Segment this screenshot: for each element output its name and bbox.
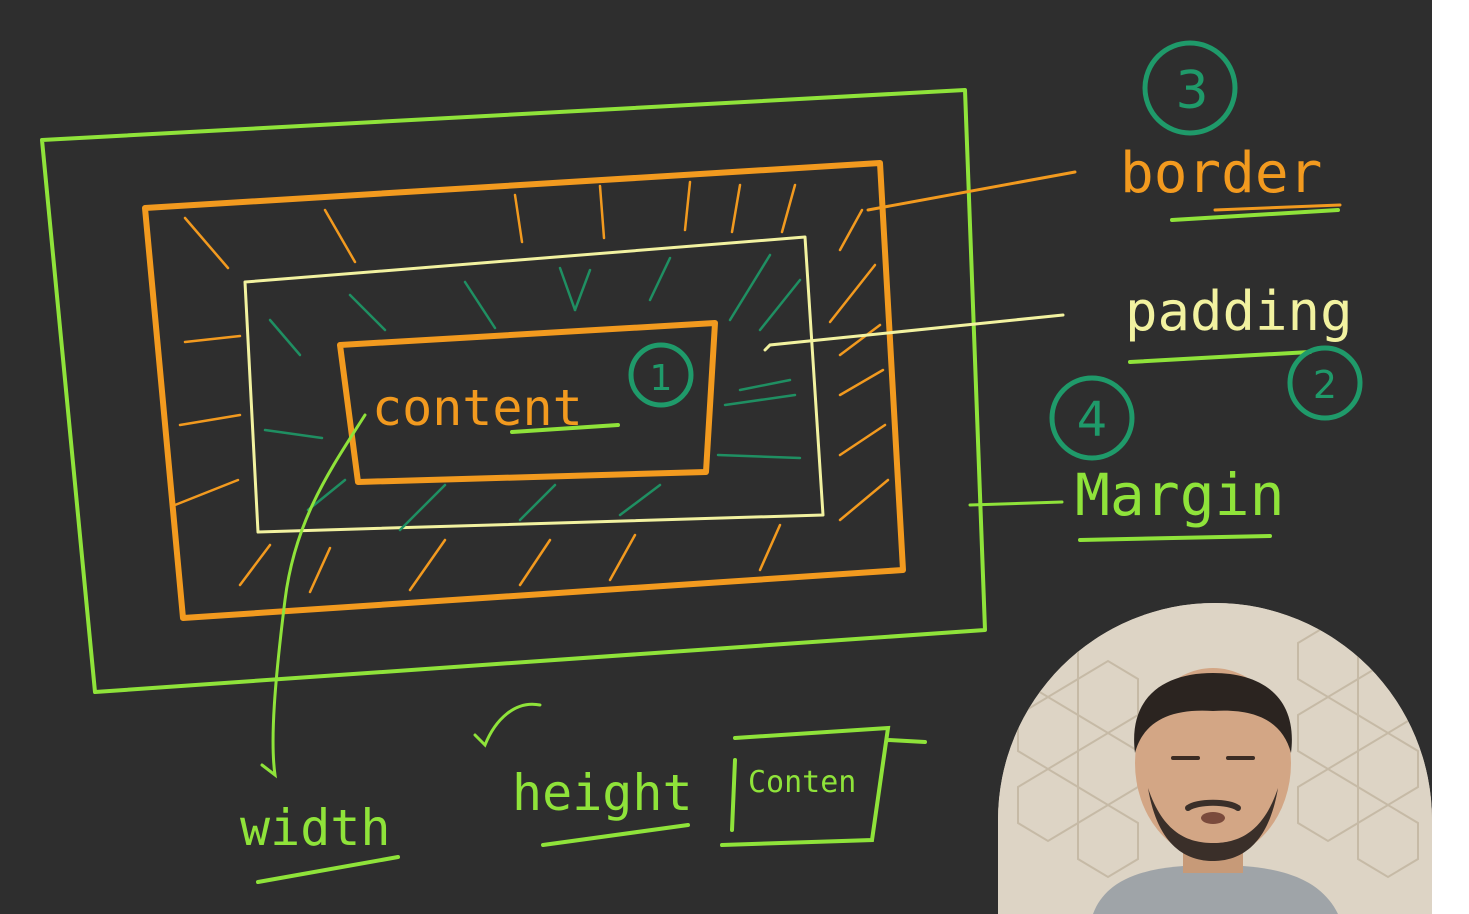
padding-label: padding [1125, 280, 1353, 343]
badge-padding: 2 [1287, 345, 1363, 421]
padding-box [243, 235, 825, 534]
border-pointer-line [866, 170, 1077, 212]
content-to-width-line [260, 413, 367, 779]
border-hatching [173, 180, 890, 594]
border-underline-2 [1213, 203, 1342, 212]
padding-hatching [263, 253, 802, 532]
badge-margin-number: 4 [1077, 392, 1108, 448]
width-underline [256, 855, 400, 884]
badge-border: 3 [1142, 40, 1238, 136]
content-bracket-box [720, 725, 927, 847]
width-label: width [240, 799, 391, 857]
border-box [142, 160, 906, 621]
padding-underline [1128, 350, 1312, 364]
height-arrow [473, 702, 542, 748]
border-label: border [1120, 141, 1322, 206]
height-underline [541, 823, 690, 847]
border-underline [1170, 208, 1340, 222]
content-box-label: Conten [748, 765, 856, 800]
margin-label: Margin [1075, 461, 1285, 529]
content-label: content [372, 379, 583, 437]
margin-underline [1078, 534, 1272, 542]
badge-content: 1 [628, 342, 694, 408]
badge-margin: 4 [1049, 375, 1135, 461]
badge-padding-number: 2 [1313, 363, 1337, 407]
padding-pointer-line [763, 313, 1065, 352]
badge-border-number: 3 [1175, 61, 1208, 121]
margin-pointer-line [968, 500, 1064, 507]
badge-content-number: 1 [650, 358, 673, 399]
height-label: height [512, 764, 693, 822]
margin-box [40, 88, 987, 694]
right-edge-strip [1432, 0, 1469, 914]
content-underline [510, 423, 620, 434]
